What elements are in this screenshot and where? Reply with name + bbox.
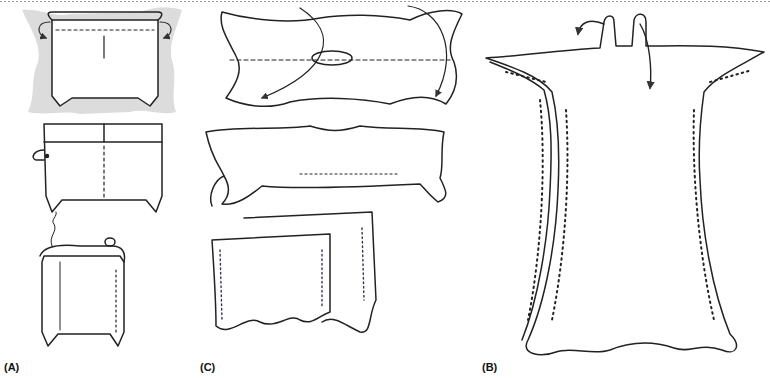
panel-label: (C) xyxy=(200,361,215,373)
panel-label: (A) xyxy=(4,361,19,373)
panel-label: (B) xyxy=(482,361,497,373)
